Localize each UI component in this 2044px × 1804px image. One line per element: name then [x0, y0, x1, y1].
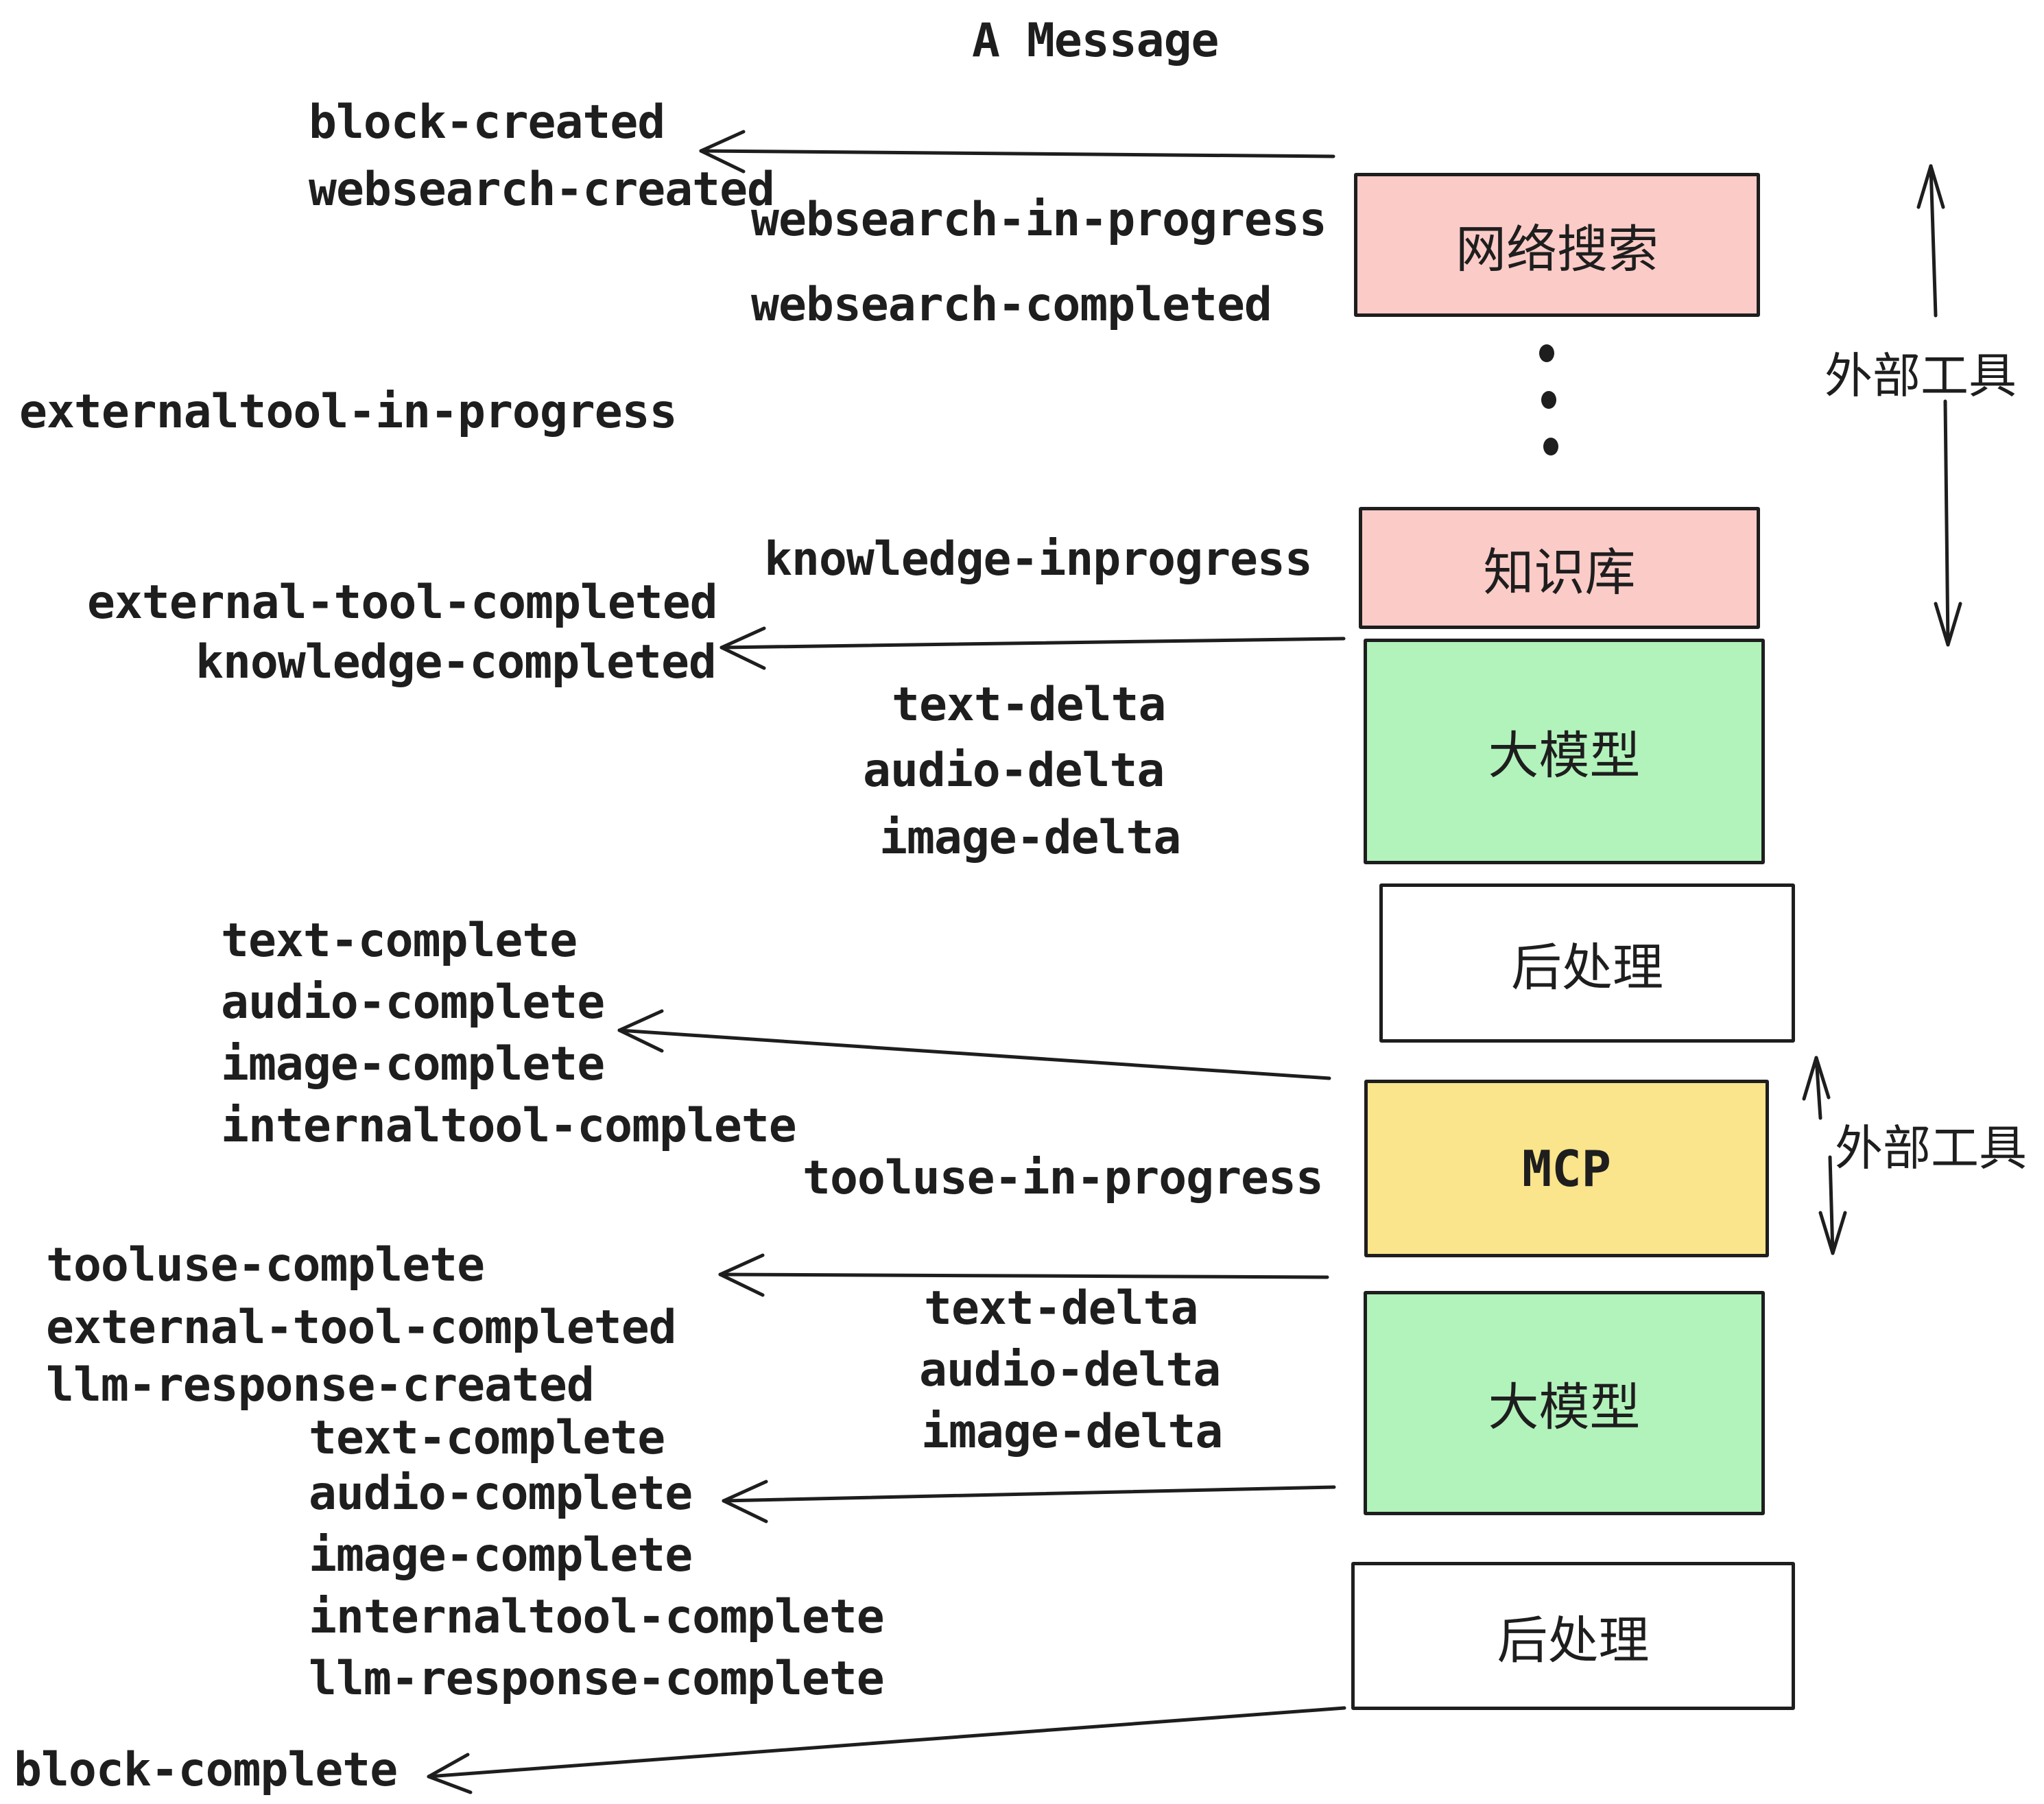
event-label-knowledge-completed: knowledge-completed [195, 635, 717, 689]
box-postprocess-1-label: 后处理 [1511, 938, 1663, 996]
box-mcp-label: MCP [1521, 1139, 1612, 1198]
event-label-text-complete-2: text-complete [309, 1411, 665, 1465]
box-websearch-label: 网络搜索 [1455, 220, 1659, 278]
box-postprocess-1: 后处理 [1379, 883, 1795, 1043]
event-label-image-complete-1: image-complete [221, 1037, 605, 1091]
arrow-to-image-complete [617, 1009, 1331, 1080]
box-knowledge-label: 知识库 [1483, 543, 1636, 601]
event-label-internaltool-complete-1: internaltool-complete [221, 1099, 797, 1153]
external-tools-arrow-up-top [1916, 164, 1945, 318]
external-tools-arrow-down-mcp [1818, 1155, 1847, 1255]
event-label-websearch-in-progress: websearch-in-progress [751, 193, 1327, 247]
arrow-to-external-tool-completed [718, 1253, 1329, 1297]
event-label-external-tool-completed: external-tool-completed [87, 575, 718, 630]
event-label-tooluse-in-progress: tooluse-in-progress [803, 1151, 1324, 1205]
event-label-external-tool-completed-2: external-tool-completed [46, 1301, 677, 1355]
event-label-image-delta-2: image-delta [921, 1405, 1223, 1459]
box-postprocess-2-label: 后处理 [1497, 1611, 1650, 1669]
external-tools-arrow-up-mcp [1802, 1056, 1831, 1120]
event-label-image-delta-1: image-delta [879, 811, 1181, 865]
external-tools-annotation-top: 外部工具 [1825, 349, 2017, 403]
box-postprocess-2: 后处理 [1351, 1562, 1795, 1710]
event-label-audio-delta-1: audio-delta [863, 744, 1165, 798]
event-label-text-delta-2: text-delta [924, 1281, 1198, 1336]
box-llm-1-label: 大模型 [1488, 727, 1641, 784]
event-label-audio-delta-2: audio-delta [919, 1343, 1221, 1397]
box-mcp: MCP [1364, 1080, 1769, 1257]
external-tools-arrow-down-top [1934, 399, 1962, 647]
box-knowledge: 知识库 [1359, 507, 1760, 629]
event-label-websearch-completed: websearch-completed [751, 278, 1272, 332]
external-tools-annotation-mcp: 外部工具 [1835, 1121, 2027, 1175]
event-label-externaltool-in-progress: externaltool-in-progress [19, 385, 678, 439]
box-llm-2: 大模型 [1364, 1291, 1765, 1515]
arrow-to-knowledge-completed [720, 626, 1346, 670]
event-label-image-complete-2: image-complete [309, 1528, 693, 1582]
event-label-text-delta-1: text-delta [892, 678, 1166, 732]
ellipsis-dot-2 [1541, 391, 1556, 409]
event-label-audio-complete-2: audio-complete [309, 1467, 693, 1521]
arrow-to-audio-complete [722, 1480, 1336, 1523]
event-label-audio-complete-1: audio-complete [221, 975, 605, 1030]
event-label-block-created: block-created [309, 95, 665, 150]
event-label-llm-response-created: llm-response-created [46, 1358, 595, 1412]
box-llm-2-label: 大模型 [1488, 1379, 1641, 1436]
arrow-to-block-complete [427, 1706, 1346, 1794]
arrow-to-websearch-created [699, 130, 1335, 174]
ellipsis-dot-3 [1543, 438, 1558, 455]
event-label-text-complete-1: text-complete [221, 914, 578, 968]
box-websearch: 网络搜索 [1354, 173, 1760, 317]
event-label-llm-response-complete: llm-response-complete [309, 1652, 885, 1706]
event-label-knowledge-inprogress: knowledge-inprogress [764, 532, 1313, 586]
event-label-tooluse-complete: tooluse-complete [46, 1238, 485, 1292]
diagram-title: A Message [972, 14, 1219, 68]
event-label-websearch-created: websearch-created [309, 163, 775, 217]
event-label-block-complete: block-complete [14, 1743, 398, 1797]
box-llm-1: 大模型 [1364, 639, 1765, 864]
ellipsis-dot-1 [1539, 344, 1554, 362]
event-label-internaltool-complete-2: internaltool-complete [309, 1590, 885, 1644]
